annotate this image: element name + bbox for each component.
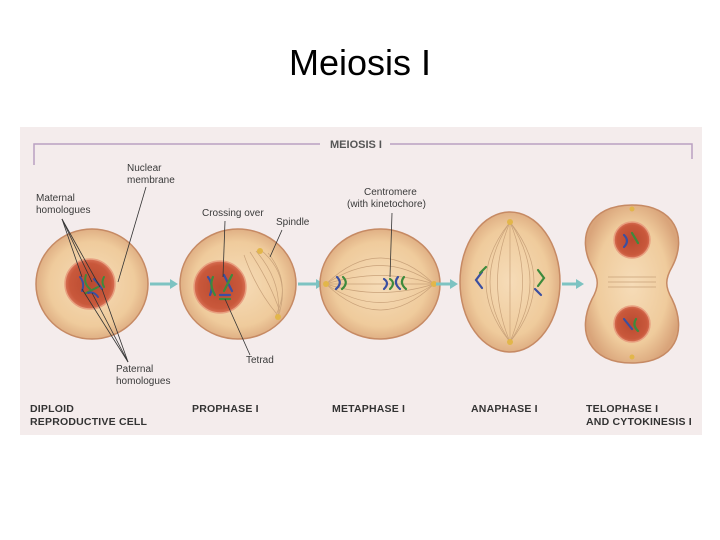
stage-label-anaphase-i: ANAPHASE I — [471, 403, 538, 415]
cell-anaphase-i — [460, 212, 560, 352]
cell-telophase-i — [585, 205, 678, 363]
cell-diploid — [36, 229, 148, 339]
cell-metaphase-i — [320, 229, 440, 339]
label-spindle: Spindle — [276, 217, 310, 228]
label-crossing-over: Crossing over — [202, 208, 264, 219]
meiosis-header: MEIOSIS I — [330, 139, 382, 151]
meiosis-figure: MEIOSIS I — [20, 127, 702, 435]
label-tetrad: Tetrad — [246, 355, 274, 366]
nucleus — [194, 261, 246, 313]
meiosis-diagram: MEIOSIS I — [20, 127, 702, 435]
nucleus — [614, 306, 650, 342]
stage-label-prophase-i: PROPHASE I — [192, 403, 259, 415]
nucleus — [614, 222, 650, 258]
slide-title: Meiosis I — [0, 42, 720, 84]
cell-prophase-i — [180, 229, 296, 339]
stage-label-metaphase-i: METAPHASE I — [332, 403, 405, 415]
